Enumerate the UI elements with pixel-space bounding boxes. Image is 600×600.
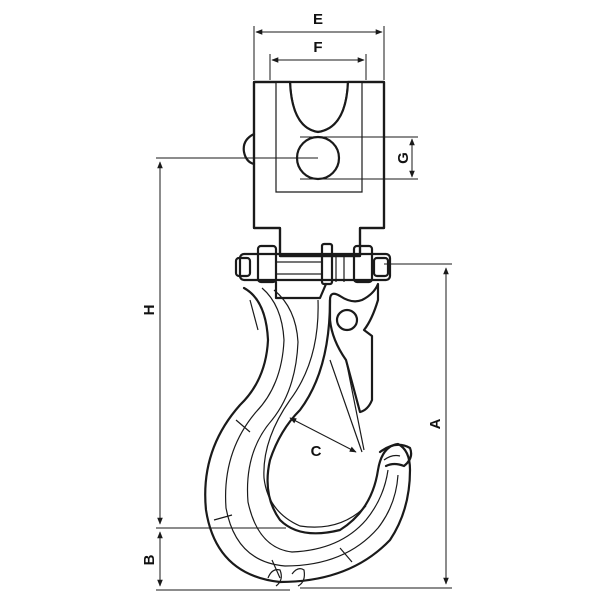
label-a: A (427, 418, 444, 429)
dimension-a (300, 263, 452, 589)
label-f: F (313, 39, 322, 56)
dimension-b (156, 531, 290, 591)
label-h: H (141, 305, 158, 316)
cross-bolt (234, 242, 392, 286)
dimension-g (300, 136, 418, 180)
dimension-h (156, 157, 318, 529)
dimension-c (289, 417, 357, 453)
label-c: C (311, 443, 322, 460)
dimension-f (269, 54, 367, 80)
dimension-e (253, 26, 385, 80)
hook-body (204, 286, 413, 587)
safety-latch (328, 282, 380, 453)
label-g: G (395, 152, 412, 164)
label-e: E (313, 11, 323, 28)
label-b: B (141, 554, 158, 565)
swivel-yoke (242, 80, 386, 258)
hook-shank (274, 280, 328, 300)
